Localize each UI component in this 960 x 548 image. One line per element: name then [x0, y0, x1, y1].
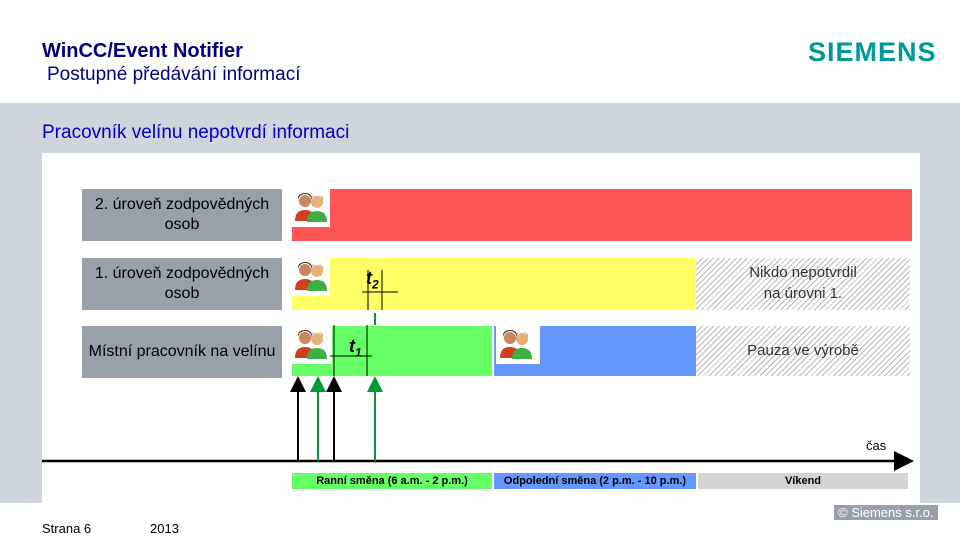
people-icon	[500, 330, 532, 359]
t2-letter: t	[366, 268, 372, 288]
local-operator-label: Místní pracovník na velínu	[82, 326, 282, 378]
level-2-alarm-bar	[292, 189, 912, 241]
footer-copyright: © Siemens s.r.o.	[834, 505, 938, 520]
level-1-alarm-bar	[292, 258, 696, 310]
shift-morning: Ranní směna (6 a.m. - 2 p.m.)	[292, 473, 492, 489]
level-1-people-icon-box	[292, 258, 330, 296]
shift-weekend: Víkend	[698, 473, 908, 489]
t1-letter: t	[349, 336, 355, 356]
footer-page: Strana 6	[42, 521, 92, 536]
local-operator-label-text: Místní pracovník na velínu	[88, 343, 276, 360]
production-pause-area	[696, 326, 910, 376]
t1-subscript: 1	[355, 345, 362, 360]
no-ack-note-line1: Nikdo nepotvrdil	[749, 264, 857, 281]
time-axis-label: čas	[866, 438, 887, 453]
production-pause-label: Pauza ve výrobě	[747, 342, 859, 359]
siemens-logo: SIEMENS	[808, 37, 937, 67]
afternoon-people-icon-box	[496, 326, 540, 364]
people-icon	[295, 262, 327, 291]
operator-people-icon-box	[292, 326, 332, 364]
level-2-label: 2. úroveň zodpovědných osob	[82, 189, 282, 241]
level-1-no-ack-area	[696, 258, 910, 310]
level-1-label-text: 1. úroveň zodpovědných osob	[94, 265, 270, 302]
slide-heading: Pracovník velínu nepotvrdí informaci	[42, 122, 350, 143]
level-2-people-icon-box	[292, 189, 330, 227]
no-ack-note: Nikdo nepotvrdil na úrovni 1.	[696, 262, 910, 304]
level-1-label: 1. úroveň zodpovědných osob	[82, 258, 282, 310]
footer-year: 2013	[150, 521, 179, 536]
t2-subscript: 2	[372, 277, 379, 292]
slide-header	[0, 0, 960, 103]
level-2-label-text: 2. úroveň zodpovědných osob	[94, 196, 270, 233]
footer-area	[0, 503, 960, 548]
shift-afternoon: Odpolední směna (2 p.m. - 10 p.m.)	[494, 473, 696, 489]
t2-label: t2	[366, 268, 379, 292]
slide-title: WinCC/Event Notifier	[42, 40, 243, 62]
slide-subtitle: Postupné předávání informací	[47, 64, 301, 85]
t1-label: t1	[349, 336, 362, 360]
people-icon	[295, 193, 327, 222]
people-icon	[295, 330, 327, 359]
no-ack-note-line2: na úrovni 1.	[763, 285, 843, 302]
